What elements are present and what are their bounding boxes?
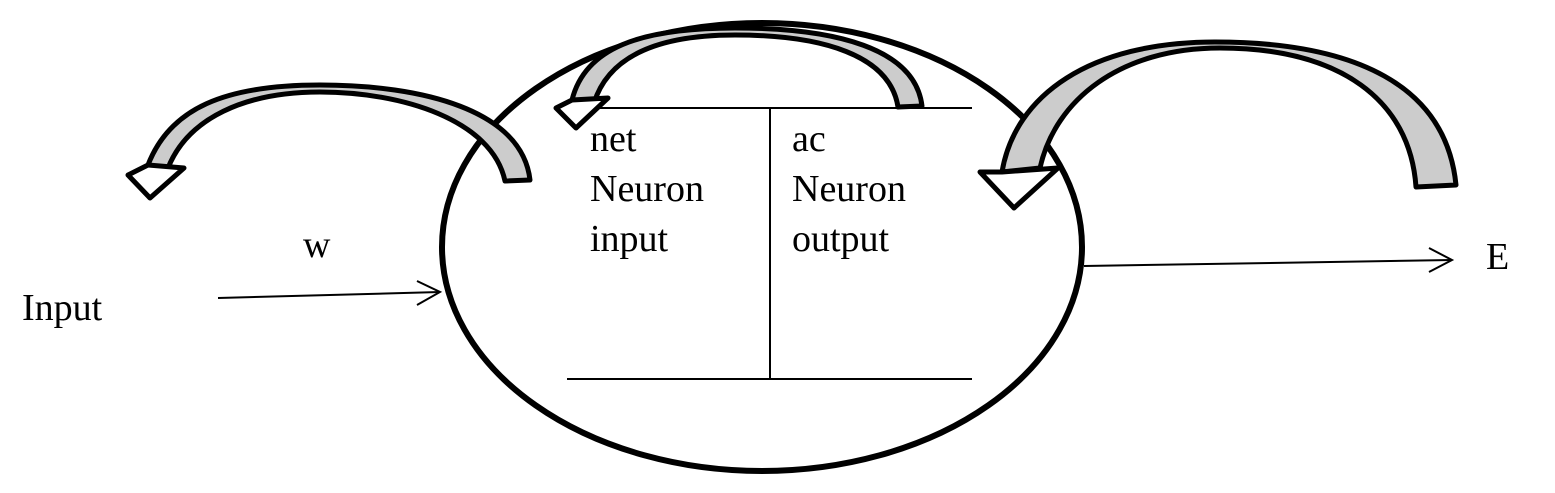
input-label: Input (22, 287, 103, 329)
middle-curved-arrow (553, 25, 925, 131)
neuron-ellipse (439, 20, 1085, 474)
neuron-input-label-line1: Neuron (590, 168, 704, 210)
error-label: E (1486, 236, 1510, 278)
output-arrow (1083, 247, 1455, 273)
weight-label: w (303, 224, 331, 266)
right-curved-arrow (977, 39, 1459, 211)
left-curved-arrow (125, 82, 533, 201)
net-label: net (590, 118, 637, 160)
ac-label: ac (792, 118, 826, 160)
neuron-input-label-line2: input (590, 218, 669, 260)
neuron-output-label-line1: Neuron (792, 168, 906, 210)
input-arrow (217, 280, 443, 306)
neuron-output-label-line2: output (792, 218, 890, 260)
